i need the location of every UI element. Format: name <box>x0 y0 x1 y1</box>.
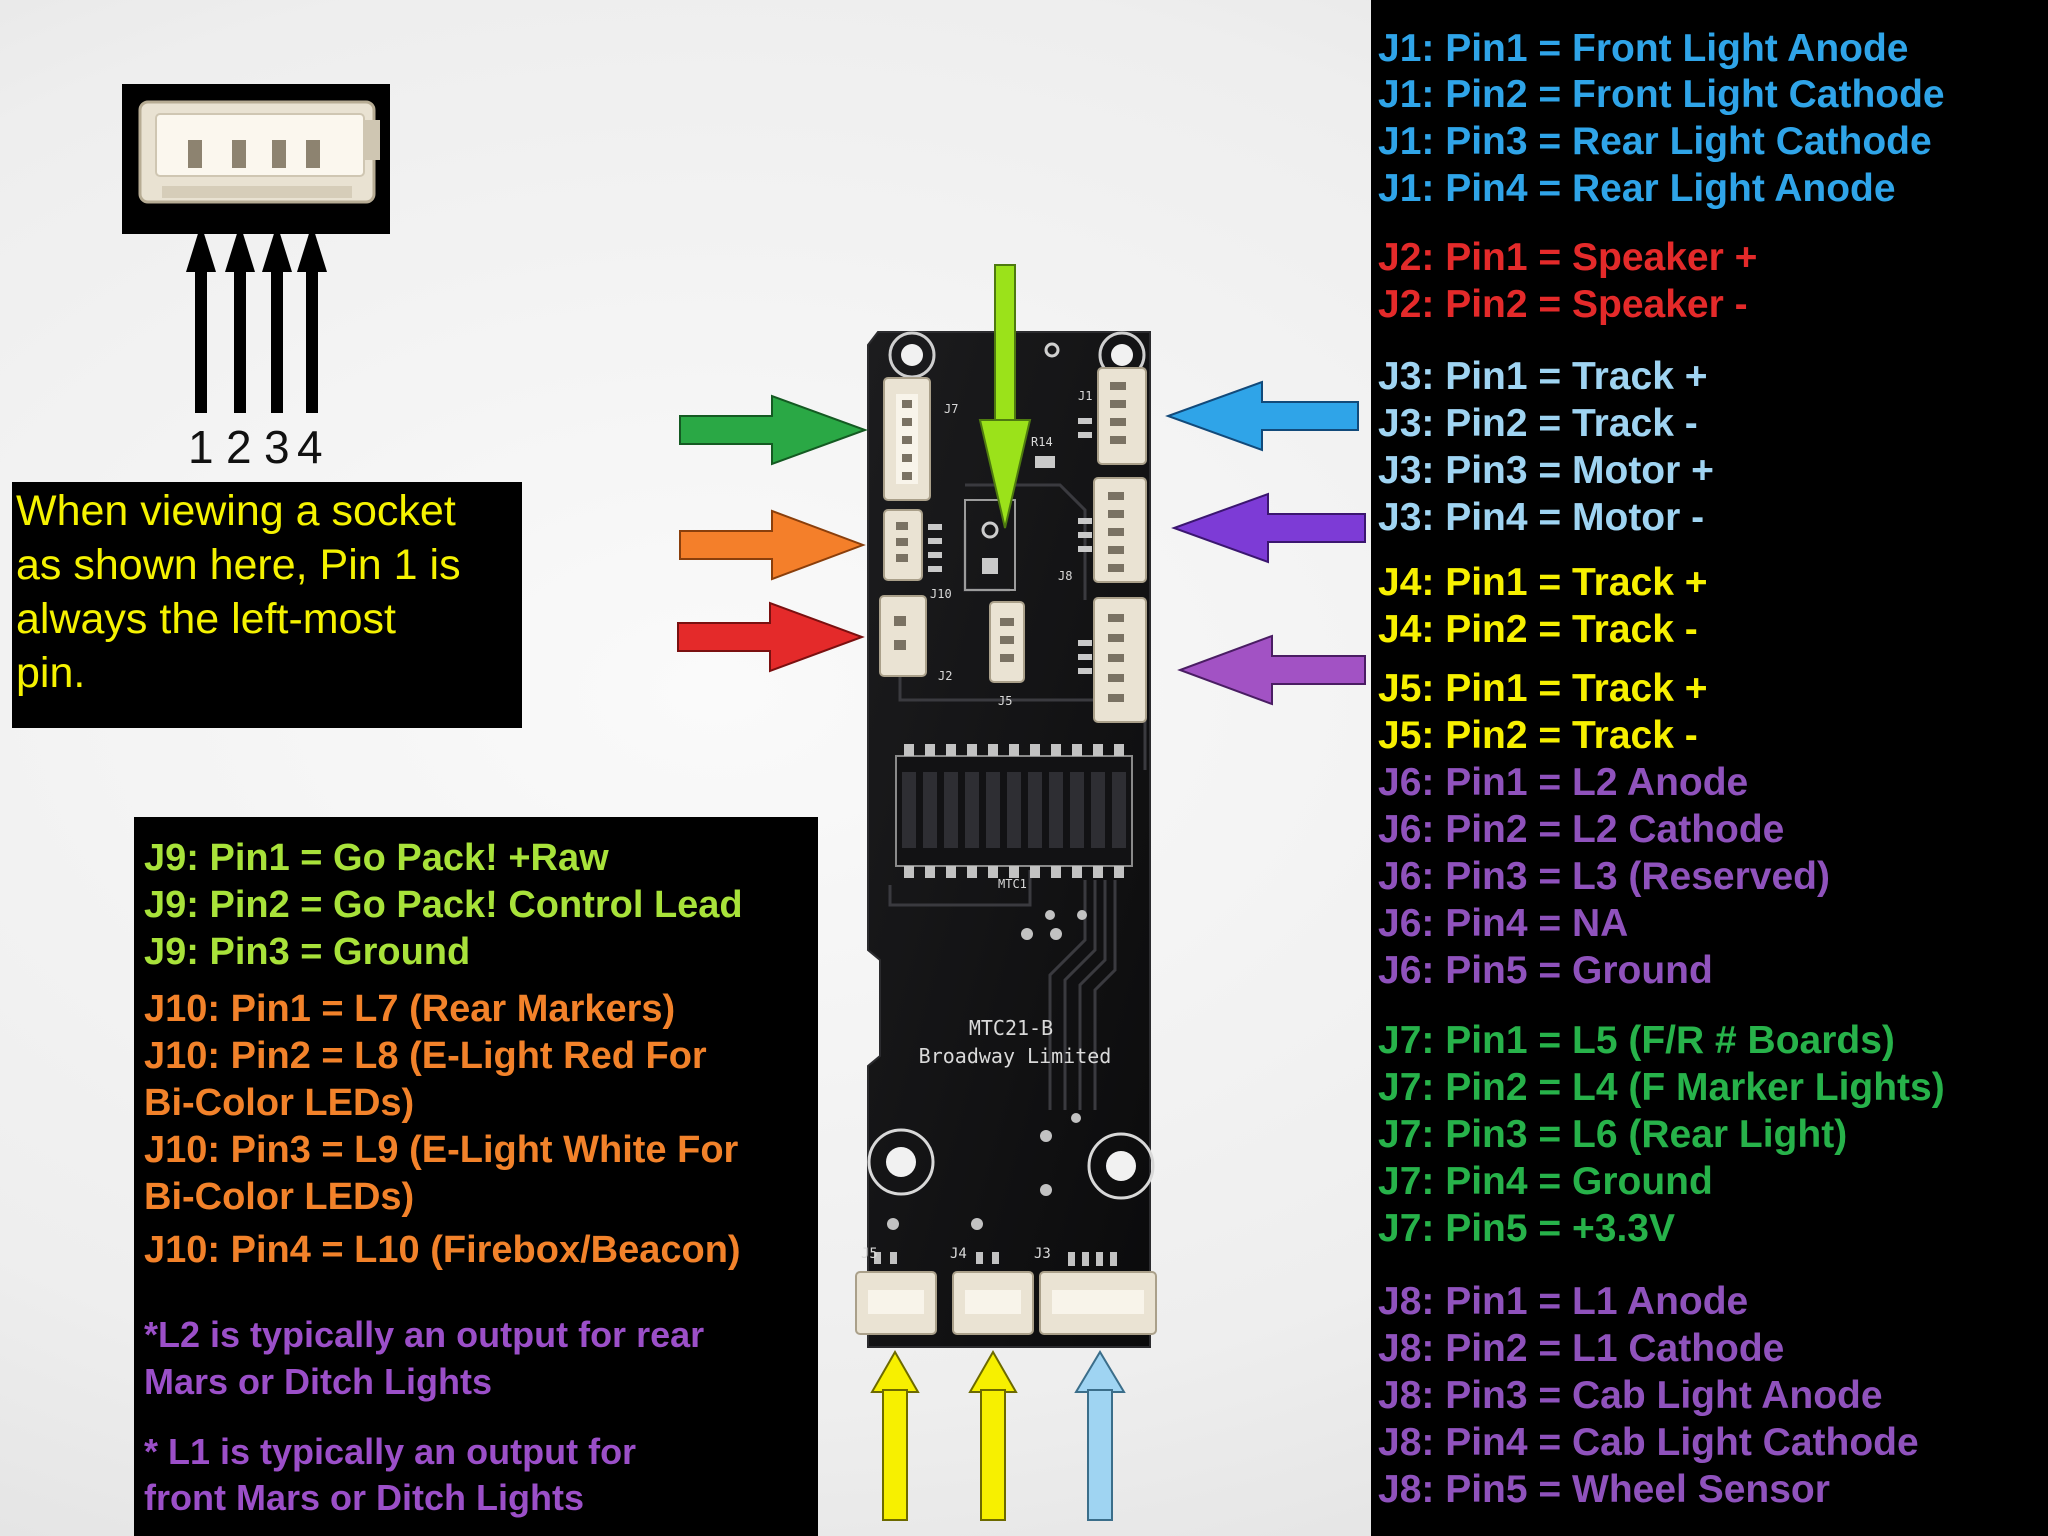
legend-j3-pin3: J3: Pin3 = Motor + <box>1378 449 1714 492</box>
legend-j4-pin1: J4: Pin1 = Track + <box>1378 561 1708 604</box>
left-legend-panel <box>134 817 818 1536</box>
legend-note-l2-b: Mars or Ditch Lights <box>144 1361 493 1402</box>
legend-j1-pin4: J1: Pin4 = Rear Light Anode <box>1378 167 1896 210</box>
legend-j6-pin3: J6: Pin3 = L3 (Reserved) <box>1378 855 1830 898</box>
silk-j10: J10 <box>930 587 952 601</box>
j8-arrow <box>1177 634 1366 706</box>
legend-j9-pin1: J9: Pin1 = Go Pack! +Raw <box>144 837 609 879</box>
legend-j8-pin2: J8: Pin2 = L1 Cathode <box>1378 1327 1785 1370</box>
j6-arrow <box>1171 492 1366 564</box>
legend-j7-pin1: J7: Pin1 = L5 (F/R # Boards) <box>1378 1019 1895 1062</box>
j4-arrow <box>968 1349 1018 1521</box>
legend-note-l1-a: * L1 is typically an output for <box>144 1431 637 1472</box>
legend-j2-pin1: J2: Pin1 = Speaker + <box>1378 236 1758 279</box>
legend-j10-pin1: J10: Pin1 = L7 (Rear Markers) <box>144 988 676 1030</box>
legend-j8-pin3: J8: Pin3 = Cab Light Anode <box>1378 1374 1883 1417</box>
pin-number-3: 3 <box>264 421 290 473</box>
j10-arrow <box>679 509 866 581</box>
legend-j6-pin4: J6: Pin4 = NA <box>1378 902 1629 945</box>
silk-j5-center: J5 <box>998 694 1012 708</box>
silk-j2: J2 <box>938 669 952 683</box>
legend-j8-pin5: J8: Pin5 = Wheel Sensor <box>1378 1468 1830 1511</box>
board-maker: Broadway Limited <box>919 1044 1112 1068</box>
silk-j7: J7 <box>944 402 958 416</box>
socket-note-panel <box>12 482 522 728</box>
j2-arrow <box>677 601 865 673</box>
legend-j1-pin1: J1: Pin1 = Front Light Anode <box>1378 27 1909 70</box>
legend-j6-pin2: J6: Pin2 = L2 Cathode <box>1378 808 1785 851</box>
legend-j6-pin1: J6: Pin1 = L2 Anode <box>1378 761 1749 804</box>
legend-j7-pin2: J7: Pin2 = L4 (F Marker Lights) <box>1378 1066 1945 1109</box>
pin-number-2: 2 <box>226 421 252 473</box>
legend-j9-pin3: J9: Pin3 = Ground <box>144 931 471 973</box>
legend-j7-pin5: J7: Pin5 = +3.3V <box>1378 1207 1676 1250</box>
legend-j3-pin4: J3: Pin4 = Motor - <box>1378 496 1705 539</box>
legend-j2-pin2: J2: Pin2 = Speaker - <box>1378 283 1748 326</box>
legend-j3-pin2: J3: Pin2 = Track - <box>1378 402 1698 445</box>
legend-j10-pin2-b: Bi-Color LEDs) <box>144 1082 415 1124</box>
silk-j1: J1 <box>1078 389 1092 403</box>
pin-indicator-arrows <box>186 224 327 413</box>
silk-j5-bottom: J5 <box>861 1246 878 1262</box>
legend-j7-pin3: J7: Pin3 = L6 (Rear Light) <box>1378 1113 1848 1156</box>
legend-note-l1-b: front Mars or Ditch Lights <box>144 1477 584 1518</box>
legend-j8-pin1: J8: Pin1 = L1 Anode <box>1378 1280 1749 1323</box>
legend-j5-pin2: J5: Pin2 = Track - <box>1378 714 1698 757</box>
j5-arrow <box>870 1349 920 1521</box>
legend-j10-pin3-b: Bi-Color LEDs) <box>144 1176 415 1218</box>
legend-j3-pin1: J3: Pin1 = Track + <box>1378 355 1708 398</box>
legend-j6-pin5: J6: Pin5 = Ground <box>1378 949 1713 992</box>
socket-photo <box>122 84 390 234</box>
legend-j5-pin1: J5: Pin1 = Track + <box>1378 667 1708 710</box>
socket-note-line-3: always the left-most <box>16 595 396 643</box>
legend-j4-pin2: J4: Pin2 = Track - <box>1378 608 1698 651</box>
legend-j1-pin2: J1: Pin2 = Front Light Cathode <box>1378 73 1945 116</box>
legend-j10-pin3-a: J10: Pin3 = L9 (E-Light White For <box>144 1129 739 1171</box>
mtc21-board: J7 J10 J2 J5 J1 J8 R14 MTC1 J5 J4 J3 MTC… <box>855 331 1157 1348</box>
silk-j3: J3 <box>1034 1246 1051 1262</box>
socket-note-line-2: as shown here, Pin 1 is <box>16 541 461 589</box>
legend-j10-pin4: J10: Pin4 = L10 (Firebox/Beacon) <box>144 1229 741 1271</box>
socket-note-line-1: When viewing a socket <box>16 487 456 535</box>
legend-j9-pin2: J9: Pin2 = Go Pack! Control Lead <box>144 884 743 926</box>
silk-j8: J8 <box>1058 569 1072 583</box>
silk-j4: J4 <box>950 1246 967 1262</box>
legend-j1-pin3: J1: Pin3 = Rear Light Cathode <box>1378 120 1932 163</box>
legend-j7-pin4: J7: Pin4 = Ground <box>1378 1160 1713 1203</box>
silk-r14: R14 <box>1031 435 1053 449</box>
j1-arrow <box>1165 380 1359 452</box>
j9-arrow <box>978 264 1032 529</box>
legend-j8-pin4: J8: Pin4 = Cab Light Cathode <box>1378 1421 1919 1464</box>
socket-note-line-4: pin. <box>16 649 86 697</box>
j7-arrow <box>679 394 868 466</box>
pin-number-1: 1 <box>188 421 214 473</box>
legend-note-l2-a: *L2 is typically an output for rear <box>144 1314 705 1355</box>
board-name: MTC21-B <box>969 1016 1053 1040</box>
legend-j10-pin2-a: J10: Pin2 = L8 (E-Light Red For <box>144 1035 707 1077</box>
pin-number-4: 4 <box>297 421 323 473</box>
right-legend-panel <box>1371 0 2048 1536</box>
silk-mtc1: MTC1 <box>998 877 1027 891</box>
j3-arrow <box>1074 1350 1126 1521</box>
